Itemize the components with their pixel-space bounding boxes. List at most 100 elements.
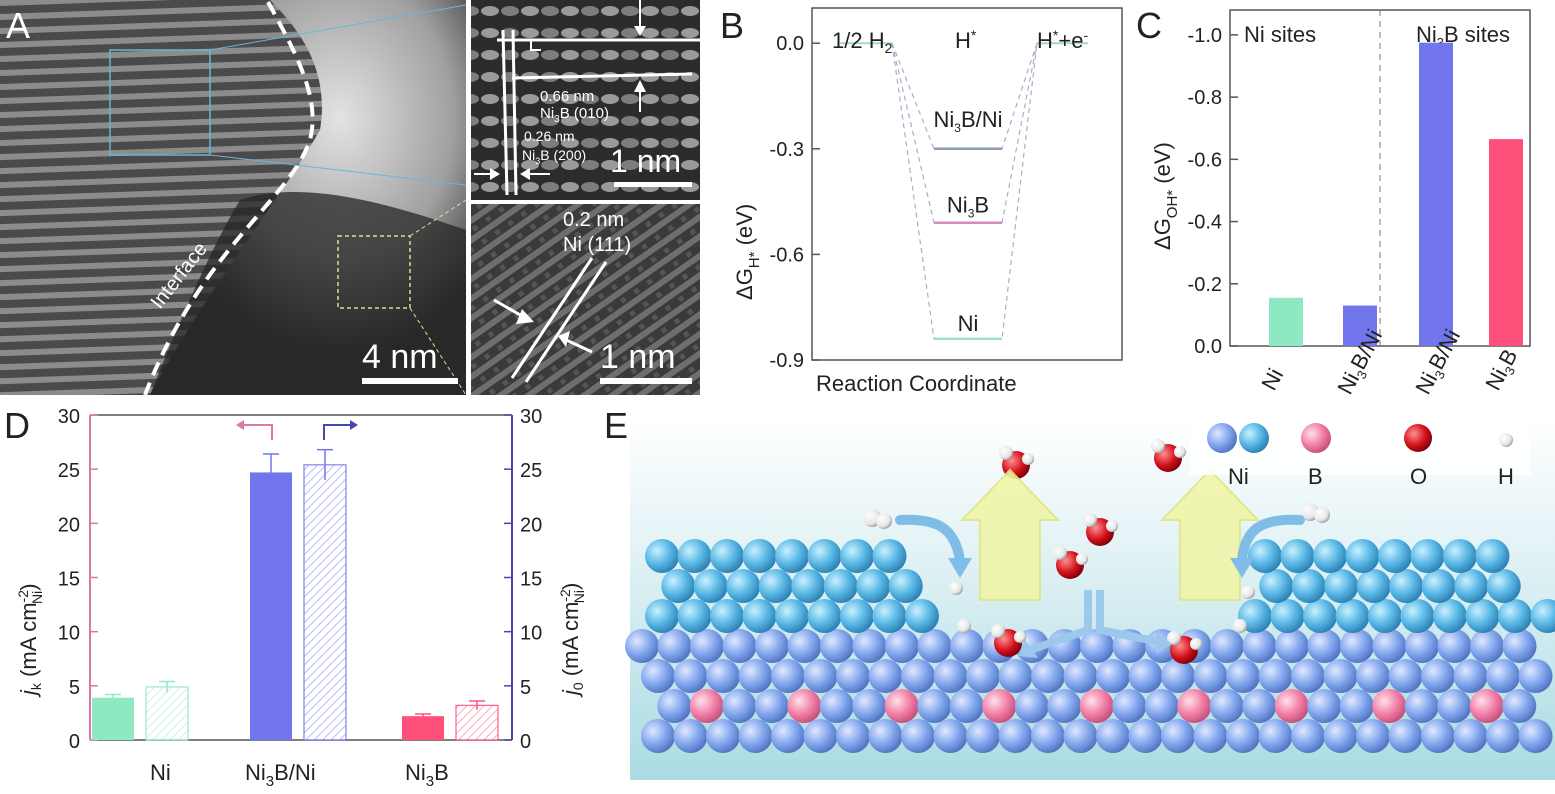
- ni-atom-surface: [775, 599, 809, 633]
- y-tick-label-c-0: 0.0: [1194, 336, 1222, 358]
- ni-atom-bulk: [933, 719, 968, 753]
- ni-atom-surface: [1368, 599, 1402, 633]
- ni-atom-bulk: [933, 659, 968, 693]
- ni-atom-surface: [1270, 599, 1305, 633]
- ni-atom-surface: [807, 599, 842, 633]
- panel-label-e: E: [604, 405, 628, 446]
- d-spacing-066: 0.66 nm: [540, 88, 594, 105]
- ni-atom-bulk: [803, 719, 838, 753]
- adsorption-arrow-right: [1237, 514, 1305, 565]
- ni-atom-surface: [775, 539, 809, 573]
- split-arrow-left: [1028, 590, 1092, 654]
- ni-atom-bulk: [1112, 689, 1147, 723]
- panel-label-a: A: [6, 5, 30, 46]
- ni-atom-bulk: [1047, 689, 1082, 723]
- inset-top-image: [471, 0, 700, 200]
- series-label-0: Ni3B/Ni: [933, 107, 1002, 135]
- ni-atom-bulk: [657, 689, 692, 723]
- ni-atom-surface: [645, 539, 679, 573]
- ni-atom-bulk: [1258, 659, 1293, 693]
- b-atom: [1079, 689, 1114, 723]
- ni-atom-bulk: [1128, 719, 1163, 753]
- ni-atom-surface: [726, 569, 761, 603]
- ni-atom-bulk: [1356, 719, 1390, 753]
- ni-atom-bulk: [852, 629, 887, 663]
- ni-atom-surface: [888, 569, 923, 603]
- b-atom: [787, 689, 822, 723]
- ni-atom-bulk: [657, 629, 692, 663]
- ni-atom-surface: [872, 599, 907, 633]
- ni-atom-surface: [872, 539, 907, 573]
- ni-atom-surface: [1248, 539, 1282, 573]
- panel-c-chart: C Ni sites Ni3B sites 0.0-0.2-0.4-0.6-0.…: [1136, 5, 1531, 400]
- region-label-ni: Ni sites: [1244, 22, 1316, 47]
- ni-atom-surface: [1486, 569, 1521, 603]
- ni-atom-bulk: [738, 659, 773, 693]
- y-tick-label-d-left-6: 30: [58, 406, 80, 428]
- x-axis-label-b: Reaction Coordinate: [816, 371, 1017, 396]
- ni-atom-bulk: [1161, 719, 1195, 753]
- ni-atom-bulk: [1502, 629, 1537, 663]
- y-tick-label-d-right-4: 20: [520, 514, 542, 536]
- ni-atom-bulk: [1258, 719, 1293, 753]
- ni-atom-bulk: [1226, 719, 1260, 753]
- ni-atom-bulk: [1421, 659, 1455, 693]
- y-tick-label-b-3: -0.9: [770, 350, 804, 372]
- ni-atom-surface: [1433, 599, 1467, 633]
- ni-atom-surface: [1378, 539, 1412, 573]
- panel-a-micrograph: Interface A 4 nm 0.66 nm Ni3B (010) 0.26…: [0, 0, 700, 395]
- y-tick-label-d-right-0: 0: [520, 731, 531, 753]
- ni-atom-surface: [1421, 569, 1456, 603]
- ni-atom-bulk: [1161, 659, 1195, 693]
- ni-atom-bulk: [1014, 689, 1049, 723]
- ni-atom-surface: [840, 539, 874, 573]
- b-atom: [1469, 689, 1504, 723]
- plot-frame-b: [811, 7, 1123, 361]
- ni-atom-bulk: [673, 719, 708, 753]
- ni-atom-bulk: [1339, 689, 1374, 723]
- ni-atom-surface: [1303, 599, 1337, 633]
- x-cat-d-3: Ni3B: [405, 760, 449, 790]
- bar-c-3: [1489, 139, 1523, 346]
- ni-atom-bulk: [1437, 629, 1472, 663]
- ni-atom-surface: [1324, 569, 1359, 603]
- b-atom: [982, 689, 1017, 723]
- ni-atom-surface: [677, 539, 712, 573]
- water-molecule: [1151, 439, 1186, 472]
- desorption-arrow-left: [959, 468, 1061, 601]
- plane-ni-111: Ni (111): [563, 234, 631, 256]
- ni-atom-bulk: [706, 659, 740, 693]
- ni-atom-surface: [742, 539, 777, 573]
- ni-atom-bulk: [1323, 659, 1358, 693]
- ni-atom-bulk: [771, 659, 805, 693]
- y-tick-label-d-left-4: 20: [58, 514, 80, 536]
- ni-atom-bulk: [1502, 689, 1537, 723]
- ni-atom-bulk: [1144, 689, 1179, 723]
- scale-text-main: 4 nm: [362, 338, 438, 376]
- hydrogen-molecule: [863, 509, 892, 529]
- y-tick-label-d-right-3: 15: [520, 569, 542, 591]
- ni-atom-bulk: [1307, 629, 1342, 663]
- legend-ni-bulk: [1207, 423, 1237, 453]
- ni-atom-bulk: [673, 659, 708, 693]
- panel-label-c: C: [1136, 5, 1162, 46]
- legend-label-o: O: [1410, 464, 1427, 489]
- ni-atom-surface: [710, 539, 744, 573]
- ni-atom-bulk: [917, 629, 952, 663]
- ni-atom-bulk: [641, 659, 675, 693]
- ni-atom-bulk: [998, 719, 1033, 753]
- ni-atom-bulk: [917, 689, 952, 723]
- ni-atom-bulk: [1275, 629, 1309, 663]
- ni-atom-surface: [840, 599, 874, 633]
- ni-atom-bulk: [755, 629, 789, 663]
- ni-atom-bulk: [885, 629, 919, 663]
- ni-atom-bulk: [1388, 659, 1423, 693]
- y-tick-label-d-left-0: 0: [69, 731, 80, 753]
- ni-atom-bulk: [966, 659, 1000, 693]
- inset-bottom-image: [471, 204, 700, 395]
- scale-bar-bottom: [600, 378, 692, 384]
- ni-atom-bulk: [819, 689, 854, 723]
- ni-atom-surface: [1291, 569, 1326, 603]
- y-tick-label-d-left-3: 15: [58, 569, 80, 591]
- h-adsorbed: [1233, 619, 1247, 633]
